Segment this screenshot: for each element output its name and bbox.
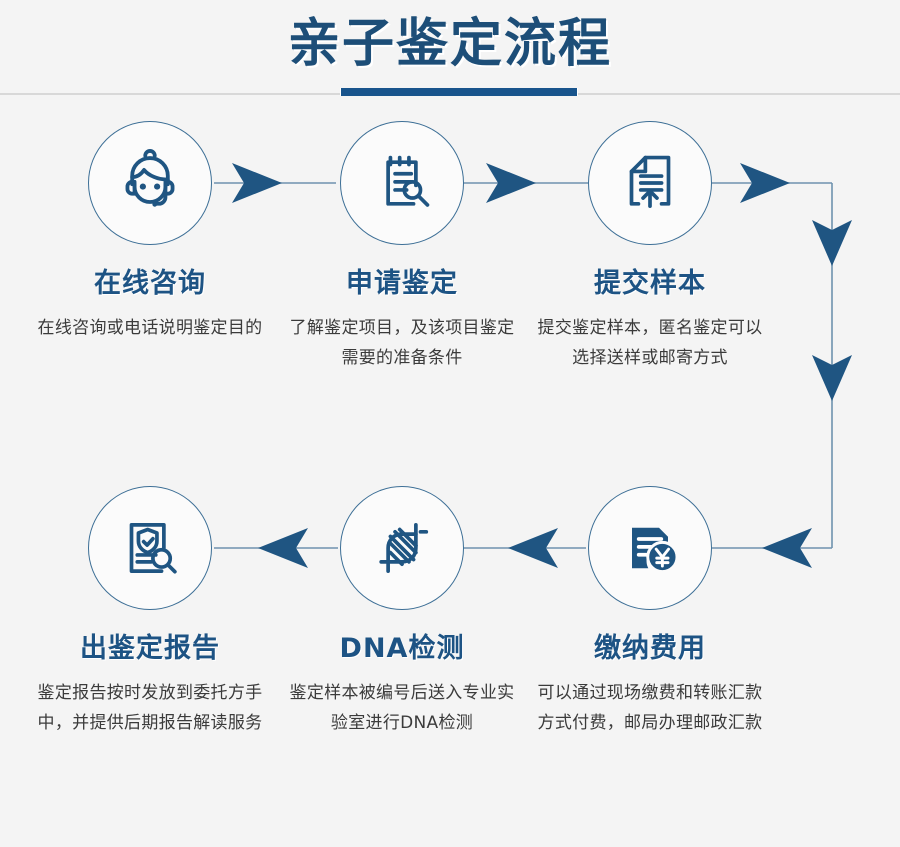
step-2-icon-circle <box>340 121 464 245</box>
report-shield-magnifier-icon <box>113 511 187 585</box>
step-6-description: 鉴定报告按时发放到委托方手中，并提供后期报告解读服务 <box>37 683 263 733</box>
step-5-icon-circle <box>340 486 464 610</box>
dna-helix-icon <box>365 511 439 585</box>
step-3-description: 提交鉴定样本，匿名鉴定可以选择送样或邮寄方式 <box>537 318 763 368</box>
arrow-down-rail-upper <box>812 220 852 266</box>
flow-step-2: 申请鉴定 了解鉴定项目，及该项目鉴定需要的准备条件 <box>276 121 528 373</box>
page-header: 亲子鉴定流程 <box>0 0 900 96</box>
step-5-description: 鉴定样本被编号后送入专业实验室进行DNA检测 <box>289 683 515 733</box>
flow-step-1: 在线咨询 在线咨询或电话说明鉴定目的 <box>24 121 276 343</box>
step-1-icon-circle <box>88 121 212 245</box>
arrow-down-rail-lower <box>812 355 852 401</box>
document-upload-icon <box>613 146 687 220</box>
step-3-title: 提交样本 <box>594 268 706 299</box>
flow-step-5: DNA检测 鉴定样本被编号后送入专业实验室进行DNA检测 <box>276 486 528 738</box>
step-1-description: 在线咨询或电话说明鉴定目的 <box>37 318 263 338</box>
flow-step-6: 出鉴定报告 鉴定报告按时发放到委托方手中，并提供后期报告解读服务 <box>24 486 276 738</box>
flow-step-3: 提交样本 提交鉴定样本，匿名鉴定可以选择送样或邮寄方式 <box>524 121 776 373</box>
step-3-icon-circle <box>588 121 712 245</box>
step-5-title: DNA检测 <box>339 633 465 664</box>
process-flow-diagram: 在线咨询 在线咨询或电话说明鉴定目的 申请鉴定 了解鉴定项目，及该项目鉴定需要的… <box>0 96 900 847</box>
step-6-title: 出鉴定报告 <box>80 633 220 664</box>
page-title: 亲子鉴定流程 <box>287 14 612 74</box>
title-underline-bar <box>340 88 578 96</box>
invoice-yuan-icon <box>614 512 686 584</box>
clipboard-magnifier-icon <box>365 146 439 220</box>
step-6-icon-circle <box>88 486 212 610</box>
step-1-title: 在线咨询 <box>94 268 206 299</box>
flow-step-4: 缴纳费用 可以通过现场缴费和转账汇款方式付费，邮局办理邮政汇款 <box>524 486 776 738</box>
step-4-description: 可以通过现场缴费和转账汇款方式付费，邮局办理邮政汇款 <box>537 683 763 733</box>
step-4-icon-circle <box>588 486 712 610</box>
step-4-title: 缴纳费用 <box>594 633 706 664</box>
headset-operator-icon <box>112 145 188 221</box>
step-2-description: 了解鉴定项目，及该项目鉴定需要的准备条件 <box>289 318 515 368</box>
step-2-title: 申请鉴定 <box>346 268 458 299</box>
